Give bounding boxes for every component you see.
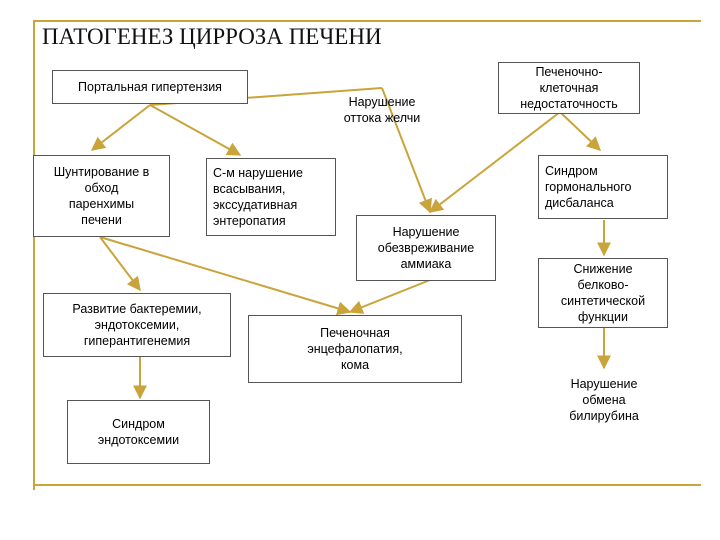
link-bile-ammonia <box>381 87 432 214</box>
link-ammonia-enceph <box>348 279 431 314</box>
node-portal-hypertension: Портальная гипертензия <box>52 70 248 104</box>
node-hepatocellular-failure: Печеночно- клеточная недостаточность <box>498 62 640 114</box>
node-ammonia-detox: Нарушение обезвреживание аммиака <box>356 215 496 281</box>
link-portal-malabs <box>149 104 242 156</box>
node-bilirubin-metabolism: Нарушение обмена билирубина <box>569 377 639 423</box>
node-endotoxemia: Синдром эндотоксемии <box>67 400 210 464</box>
node-malabsorption: С-м нарушение всасывания, экссудативная … <box>206 158 336 236</box>
page-title: ПАТОГЕНЕЗ ЦИРРОЗА ПЕЧЕНИ <box>42 24 382 49</box>
link-portal-shunt <box>90 104 151 151</box>
link-shunt-bacter <box>99 236 141 292</box>
node-bacteremia: Развитие бактеремии, эндотоксемии, гипер… <box>43 293 231 357</box>
node-bile-outflow: Нарушение оттока желчи <box>343 95 421 125</box>
node-shunting: Шунтирование в обход паренхимы печени <box>33 155 170 237</box>
accent-rule-left <box>33 20 35 490</box>
node-protein-synthesis: Снижение белково- синтетической функции <box>538 258 668 328</box>
link-hepatocell-ammonia <box>428 111 561 213</box>
link-hepatocell-hormonal <box>559 111 602 151</box>
link-shunt-enceph <box>99 236 352 316</box>
node-encephalopathy: Печеночная энцефалопатия, кома <box>248 315 462 383</box>
node-hormonal-imbalance: Синдром гормонального дисбаланса <box>538 155 668 219</box>
accent-rule-bottom <box>33 484 701 486</box>
accent-rule-top <box>33 20 701 22</box>
